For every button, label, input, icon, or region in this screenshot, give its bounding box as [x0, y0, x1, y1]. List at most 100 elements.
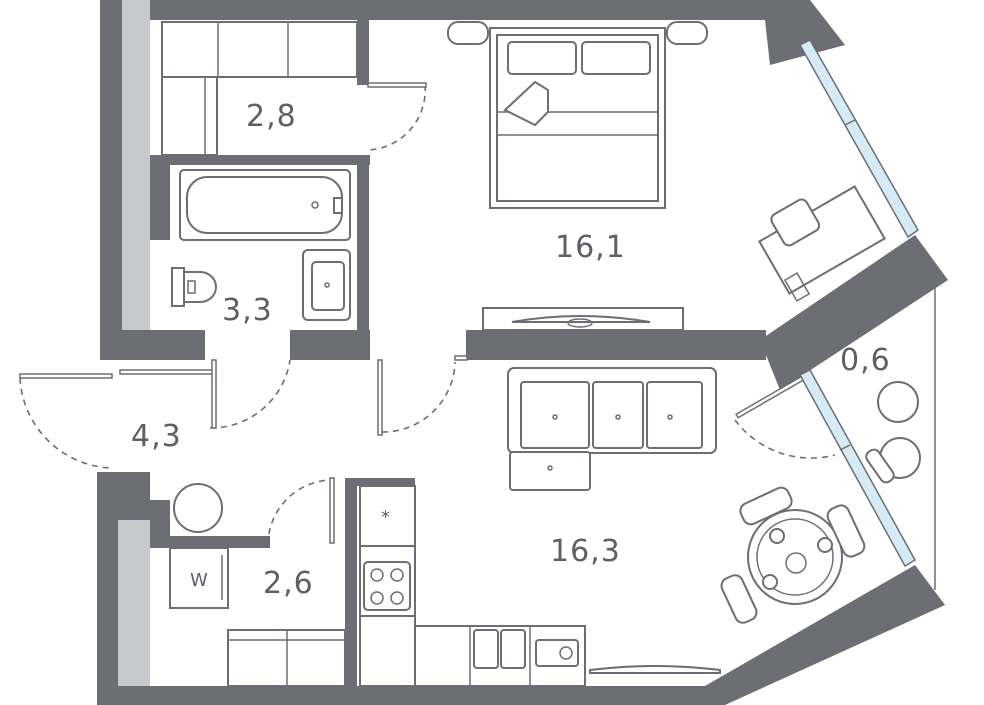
- bathtub-faucet: [333, 197, 343, 214]
- wardrobe-bottom-wall: [150, 155, 370, 165]
- bedroom-door-leaf: [377, 359, 383, 436]
- cooktop-burner: [559, 646, 573, 660]
- bottom-right-wall: [705, 565, 945, 705]
- entrance-door-leaf: [19, 373, 113, 379]
- windows: [798, 39, 936, 590]
- outer-walls: [97, 0, 948, 705]
- dining-table: [747, 509, 843, 605]
- kitchen-counter-left: [359, 615, 416, 687]
- dining-chair-2: [826, 504, 866, 558]
- dining-plate-2: [817, 537, 833, 553]
- toilet-bowl: [183, 271, 217, 303]
- living-kitchen-area-label: 16,3: [550, 534, 621, 569]
- wardrobe-cabinet-left: [161, 76, 218, 156]
- top-wall-main: [100, 0, 800, 20]
- entrance-door-arc: [19, 377, 113, 469]
- dining-plate-1: [769, 528, 785, 544]
- fridge: [359, 485, 416, 547]
- dining-centerpiece: [785, 552, 807, 574]
- right-pier-wall: [760, 235, 948, 390]
- top-right-corner-wall: [765, 0, 845, 65]
- toilet-tank: [171, 267, 185, 307]
- desk-laptop: [783, 272, 811, 302]
- dining-table-inner: [756, 518, 834, 596]
- bedroom-area-label: 16,1: [555, 230, 626, 265]
- sofa-button-4: [547, 465, 553, 471]
- wardrobe-right-wall: [357, 20, 369, 85]
- laundry-right-wall: [345, 478, 357, 686]
- hall-lower-wall: [97, 472, 115, 502]
- balcony-table: [877, 381, 919, 423]
- bath-door-arc: [209, 359, 291, 429]
- bathroom: [171, 169, 351, 321]
- sofa-seat-3: [646, 381, 703, 449]
- balcony-chair-back: [865, 448, 895, 484]
- balcony-door-leaf: [735, 375, 805, 419]
- wardrobe-cabinet-top: [161, 21, 358, 78]
- burner-3: [370, 591, 384, 605]
- laundry-door-leaf: [329, 477, 335, 544]
- kitchen-divider-top: [345, 478, 415, 486]
- bathroom-inner-left: [150, 165, 170, 240]
- fridge-label: *: [381, 507, 390, 528]
- bedroom-door-arc: [381, 361, 456, 433]
- bathroom-bottom-left: [100, 330, 205, 360]
- stove-top: [363, 561, 411, 611]
- wardrobe-room: [161, 21, 427, 156]
- bedroom-window: [798, 39, 919, 239]
- tv-base: [567, 318, 593, 328]
- living-tv-screen: [589, 665, 721, 674]
- bathroom-area-label: 3,3: [222, 293, 273, 328]
- laundry-top-wall-2: [150, 536, 270, 548]
- bathroom-sink-drain: [324, 282, 330, 288]
- hallway-area-label: 4,3: [131, 419, 182, 454]
- kitchen-sink-left: [473, 629, 499, 669]
- left-wall-insulation-upper: [122, 0, 150, 330]
- wardrobe-door-leaf: [367, 82, 427, 88]
- internal-walls: [97, 20, 766, 686]
- laundry-top-wall: [150, 500, 170, 540]
- sofa-button-3: [667, 414, 673, 420]
- bottom-wall: [97, 686, 717, 705]
- bedroom-window-mullion: [844, 119, 856, 126]
- balcony-area-label: 0,6: [840, 343, 891, 378]
- wardrobe-area-label: 2,8: [246, 99, 297, 134]
- bath-door-leaf: [119, 369, 216, 375]
- kitchen-sink-right: [500, 629, 526, 669]
- living-window: [798, 369, 917, 568]
- bedroom-bottom-wall: [466, 330, 766, 360]
- hallway-round-ottoman: [173, 483, 223, 533]
- hallway: [19, 355, 468, 533]
- washing-machine: [169, 547, 229, 609]
- balcony: [865, 381, 921, 484]
- bathroom-bottom-right: [290, 330, 370, 360]
- laundry-area-label: 2,6: [263, 566, 314, 601]
- sofa-chaise: [509, 451, 591, 491]
- living-door-leaf-top: [454, 355, 468, 361]
- dining-plate-3: [762, 574, 778, 590]
- sofa-button-2: [615, 414, 621, 420]
- living-room: [507, 367, 866, 624]
- burner-4: [390, 591, 404, 605]
- sofa-button-1: [552, 414, 558, 420]
- pillow-right: [581, 41, 651, 75]
- burner-2: [390, 568, 404, 582]
- dining-chair-3: [720, 574, 758, 624]
- dining-chair-1: [739, 486, 793, 526]
- left-wall-insulation-lower: [118, 520, 150, 705]
- balcony-door-arc: [734, 419, 836, 459]
- wardrobe-door-arc: [367, 84, 426, 151]
- desk-chair: [770, 198, 821, 247]
- burner-1: [370, 568, 384, 582]
- kitchen: [359, 485, 721, 687]
- bed-blanket-fold: [503, 80, 549, 127]
- laundry-door-arc: [267, 479, 331, 546]
- toilet-flush: [187, 280, 196, 294]
- bath-door-leaf-2: [211, 359, 217, 429]
- bedside-table-right: [666, 21, 708, 45]
- bedside-table-left: [447, 21, 489, 45]
- pillow-left: [507, 41, 577, 75]
- bathroom-right-wall: [357, 155, 369, 360]
- bedroom: [447, 21, 886, 331]
